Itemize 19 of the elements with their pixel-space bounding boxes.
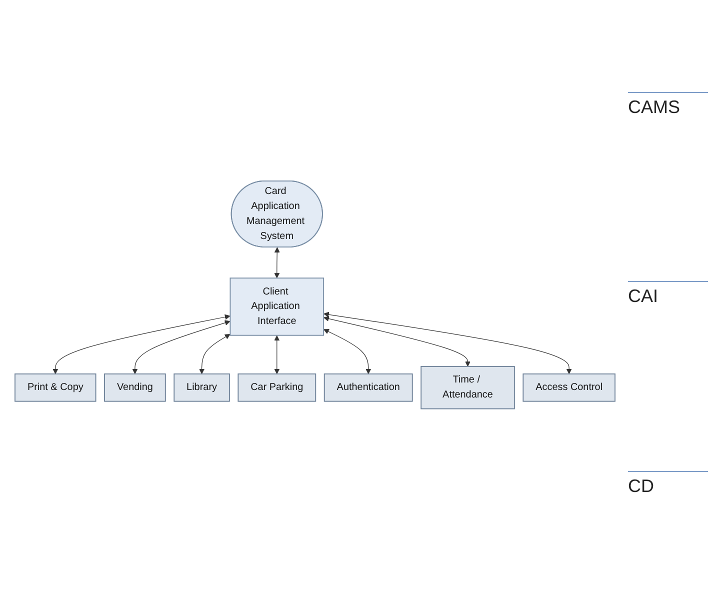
arrow (132, 320, 230, 374)
node-box: Car Parking (238, 373, 316, 402)
node-box: Time / Attendance (420, 366, 515, 409)
arrow (199, 334, 230, 374)
node-box: Print & Copy (14, 373, 96, 402)
level-label: CAMS (628, 92, 708, 118)
arrow (274, 334, 280, 374)
arrow (324, 328, 372, 374)
node-box: Access Control (522, 373, 616, 402)
arrow (52, 314, 230, 374)
node-box: Authentication (324, 373, 413, 402)
level-label: CAI (628, 281, 708, 308)
arrow (274, 246, 280, 278)
arrow (324, 311, 572, 374)
arrow (324, 316, 470, 366)
level-label: CD (628, 471, 708, 498)
node-box: Library (174, 373, 230, 402)
node-box: Client Application Interface (230, 277, 324, 336)
node-box: Vending (104, 373, 166, 402)
